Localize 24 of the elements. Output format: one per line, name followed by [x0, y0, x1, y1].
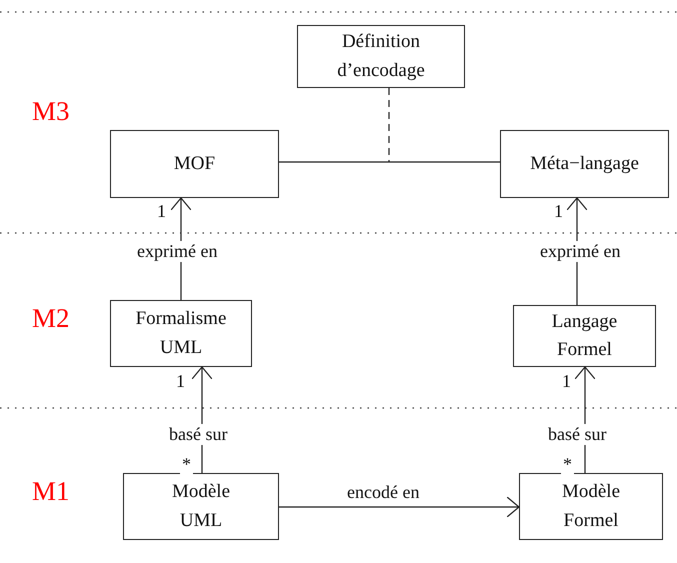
class-name: Langage Formel	[550, 310, 618, 362]
class-name: Modèle Formel	[560, 480, 622, 532]
arrow	[279, 496, 520, 518]
dashed-line	[388, 88, 390, 162]
class-name: Définition d’encodage	[336, 30, 426, 82]
connector-line	[279, 161, 500, 163]
level-label: M2	[31, 303, 71, 334]
edge-label: basé sur	[546, 424, 608, 445]
class-box	[500, 130, 669, 198]
level-label: M3	[31, 96, 71, 127]
class-box	[519, 473, 663, 540]
class-box	[110, 130, 279, 198]
edge-label: exprimé en	[538, 241, 622, 262]
class-box	[123, 473, 279, 540]
class-name: Modèle UML	[170, 480, 232, 532]
class-box	[110, 300, 252, 367]
class-name: MOF	[174, 152, 216, 176]
level-label: M1	[31, 476, 71, 507]
class-name: Méta−langage	[530, 152, 639, 176]
edge-label: exprimé en	[135, 241, 220, 262]
class-name: Formalisme UML	[134, 307, 228, 360]
class-box	[513, 305, 656, 367]
edge-label: basé sur	[167, 424, 230, 445]
class-box	[297, 25, 465, 88]
